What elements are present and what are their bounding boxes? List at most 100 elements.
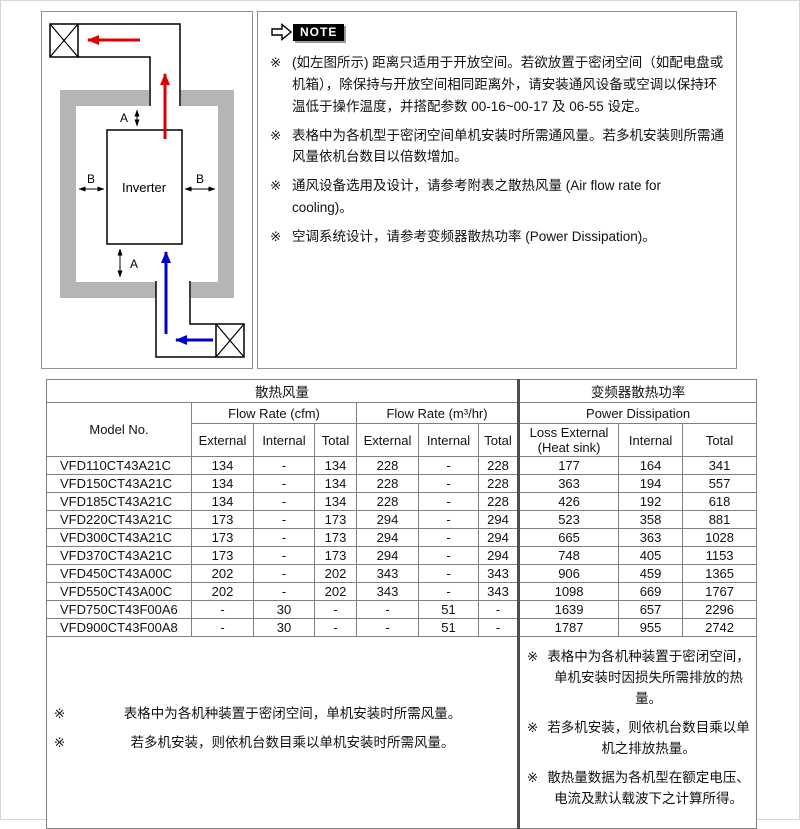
footnote-text: 若多机安装，则依机台数目乘以单机安装时所需风量。 xyxy=(130,734,455,750)
value-cell: - xyxy=(253,510,315,529)
footnotes-power: ※表格中为各机种装置于密闭空间，单机安装时因损失所需排放的热量。※若多机安装，则… xyxy=(517,636,758,829)
col-header: Internal xyxy=(618,423,684,457)
col-header: Total xyxy=(477,423,520,457)
value-cell: 173 xyxy=(314,546,357,565)
note-item-text: 通风设备选用及设计，请参考附表之散热风量 (Air flow rate for … xyxy=(292,178,662,216)
clearance-label-b-left: B xyxy=(87,172,95,186)
value-cell: 2296 xyxy=(682,600,758,619)
cooling-diagram: Inverter A A B B xyxy=(41,11,253,369)
value-cell: 363 xyxy=(517,474,620,493)
exhaust-duct xyxy=(78,23,181,106)
value-cell: 202 xyxy=(191,582,254,601)
value-cell: 228 xyxy=(477,474,520,493)
value-cell: 51 xyxy=(418,600,479,619)
group-header-power: Power Dissipation xyxy=(517,402,758,424)
note-item: ※空调系统设计，请参考变频器散热功率 (Power Dissipation)。 xyxy=(270,226,724,248)
value-cell: 134 xyxy=(314,456,357,475)
value-cell: 134 xyxy=(191,492,254,511)
value-cell: 173 xyxy=(314,528,357,547)
section-header-airflow: 散热风量 xyxy=(45,379,520,403)
note-item: ※通风设备选用及设计，请参考附表之散热风量 (Air flow rate for… xyxy=(270,175,724,219)
model-cell: VFD450CT43A00C xyxy=(46,564,192,583)
value-cell: 173 xyxy=(191,510,254,529)
value-cell: - xyxy=(418,582,479,601)
note-item-text: 空调系统设计，请参考变频器散热功率 (Power Dissipation)。 xyxy=(292,229,656,245)
reference-mark: ※ xyxy=(526,720,539,736)
value-cell: 134 xyxy=(191,456,254,475)
value-cell: - xyxy=(418,528,479,547)
note-item: ※ (如左图所示) 距离只适用于开放空间。若欲放置于密闭空间（如配电盘或机箱），除… xyxy=(270,52,724,118)
table-colheader-row: External Internal Total External Interna… xyxy=(47,423,758,457)
value-cell: 906 xyxy=(517,564,620,583)
value-cell: 343 xyxy=(356,564,419,583)
reference-mark: ※ xyxy=(526,769,539,785)
value-cell: - xyxy=(314,600,357,619)
value-cell: 294 xyxy=(477,528,520,547)
model-cell: VFD220CT43A21C xyxy=(46,510,192,529)
section-header-power: 变频器散热功率 xyxy=(517,379,758,403)
enclosure-bottom-opening xyxy=(156,281,191,299)
value-cell: 358 xyxy=(618,510,684,529)
clearance-label-a-bottom: A xyxy=(130,257,138,271)
footnote-text: 表格中为各机种装置于密闭空间，单机安装时因损失所需排放的热量。 xyxy=(547,649,750,707)
value-cell: - xyxy=(418,474,479,493)
value-cell: 343 xyxy=(356,582,419,601)
value-cell: 194 xyxy=(618,474,684,493)
value-cell: 405 xyxy=(618,546,684,565)
value-cell: 955 xyxy=(618,618,684,637)
value-cell: - xyxy=(418,510,479,529)
value-cell: - xyxy=(418,456,479,475)
model-cell: VFD370CT43A21C xyxy=(46,546,192,565)
value-cell: - xyxy=(191,600,254,619)
value-cell: - xyxy=(253,528,315,547)
value-cell: 294 xyxy=(356,528,419,547)
note-item-text: (如左图所示) 距离只适用于开放空间。若欲放置于密闭空间（如配电盘或机箱），除保… xyxy=(292,55,724,114)
footnote-text: 若多机安装，则依机台数目乘以单机之排放热量。 xyxy=(547,720,750,756)
group-header-cfm: Flow Rate (cfm) xyxy=(191,402,357,424)
footnotes-airflow: ※表格中为各机种装置于密闭空间，单机安装时所需风量。※若多机安装，则依机台数目乘… xyxy=(45,636,520,829)
footnote: ※表格中为各机种装置于密闭空间，单机安装时所需风量。 xyxy=(49,704,515,725)
value-cell: 1098 xyxy=(517,582,620,601)
group-header-m3hr: Flow Rate (m³/hr) xyxy=(355,402,520,424)
reference-mark: ※ xyxy=(270,127,282,143)
clearance-label-a-top: A xyxy=(120,111,128,125)
exhaust-fan-icon xyxy=(49,23,79,58)
value-cell: 618 xyxy=(682,492,758,511)
model-cell: VFD150CT43A21C xyxy=(46,474,192,493)
value-cell: 294 xyxy=(356,510,419,529)
intake-duct xyxy=(155,281,216,358)
model-no-header: Model No. xyxy=(46,402,192,457)
value-cell: - xyxy=(477,600,520,619)
table-section-row: 散热风量 变频器散热功率 xyxy=(45,379,758,403)
reference-mark: ※ xyxy=(270,55,282,70)
col-header: Total xyxy=(314,423,357,457)
value-cell: 202 xyxy=(314,564,357,583)
note-arrow-icon xyxy=(271,23,293,41)
model-cell: VFD300CT43A21C xyxy=(46,528,192,547)
value-cell: 294 xyxy=(477,546,520,565)
value-cell: - xyxy=(253,492,315,511)
inverter-label: Inverter xyxy=(122,180,167,195)
value-cell: 228 xyxy=(477,492,520,511)
value-cell: 426 xyxy=(517,492,620,511)
value-cell: 173 xyxy=(314,510,357,529)
footnote-row: ※表格中为各机种装置于密闭空间，单机安装时所需风量。 ※ 若多机安装，则依机台数目乘… xyxy=(45,636,758,829)
value-cell: 173 xyxy=(191,528,254,547)
value-cell: 341 xyxy=(682,456,758,475)
footnote: ※表格中为各机种装置于密闭空间，单机安装时因损失所需排放的热量。 xyxy=(522,647,754,710)
value-cell: 459 xyxy=(618,564,684,583)
value-cell: - xyxy=(253,546,315,565)
value-cell: - xyxy=(314,618,357,637)
value-cell: - xyxy=(477,618,520,637)
value-cell: 748 xyxy=(517,546,620,565)
cooling-diagram-svg: Inverter A A B B xyxy=(49,23,245,358)
value-cell: 228 xyxy=(356,474,419,493)
value-cell: 343 xyxy=(477,564,520,583)
value-cell: 30 xyxy=(253,600,315,619)
